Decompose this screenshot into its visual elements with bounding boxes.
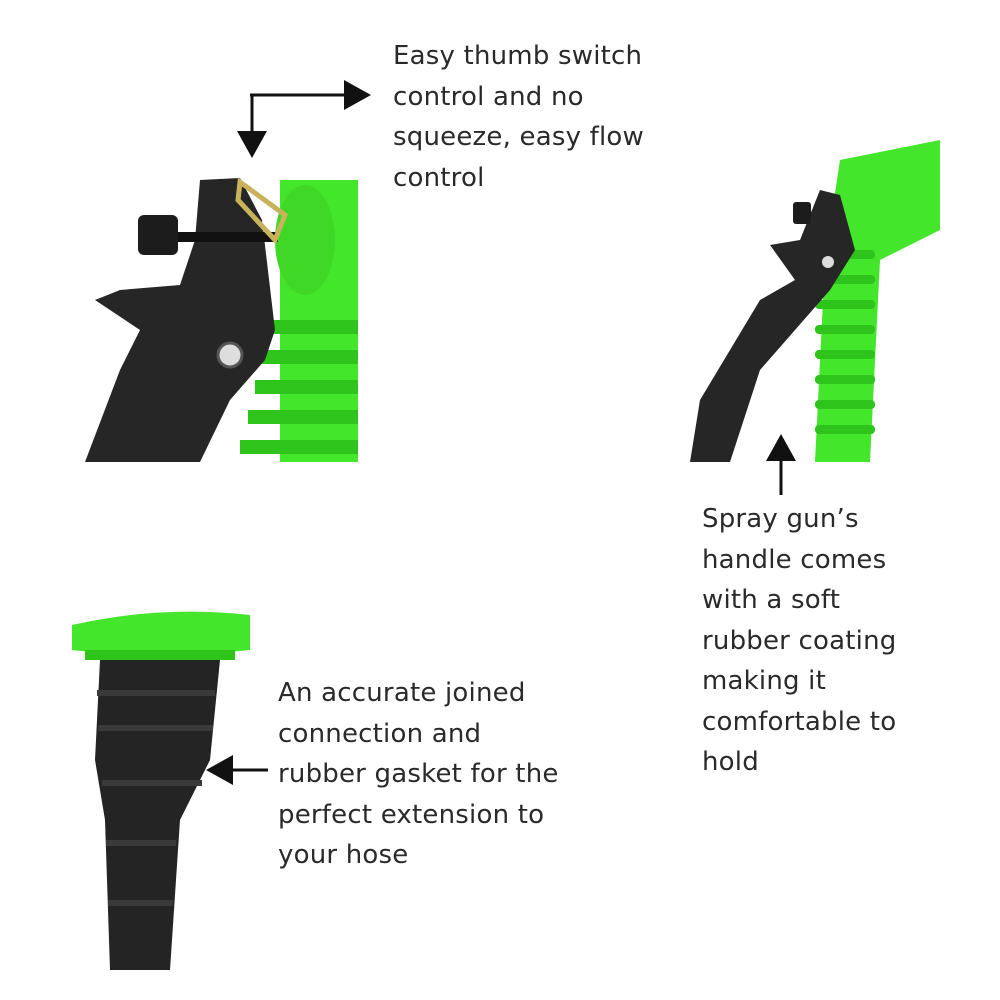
caption-line: making it (702, 666, 827, 696)
caption-line: your hose (278, 840, 409, 870)
caption-line: comfortable to (702, 706, 897, 737)
caption-line: An accurate joined (278, 678, 526, 708)
caption-line: squeeze, easy flow (393, 122, 644, 152)
connection-caption: An accurate joined connection and rubber… (278, 673, 559, 876)
caption-line: hold (702, 747, 759, 777)
thumb-switch-caption: Easy thumb switch control and no squeeze… (393, 36, 644, 198)
caption-line: with a soft (702, 585, 841, 615)
connector-image (72, 611, 250, 970)
caption-line: connection and (278, 718, 482, 749)
arrow-to-thumb-switch (237, 80, 371, 158)
caption-line: handle comes (702, 544, 887, 575)
caption-line: control (393, 162, 485, 193)
caption-line: control and no (393, 81, 584, 112)
caption-line: Spray gun’s (702, 504, 859, 534)
caption-line: perfect extension to (278, 799, 545, 830)
handle-image (690, 140, 940, 462)
caption-line: rubber gasket for the (278, 759, 559, 789)
caption-line: Easy thumb switch (393, 41, 643, 71)
thumb-switch-image (85, 177, 358, 462)
handle-caption: Spray gun’s handle comes with a soft rub… (702, 499, 896, 783)
caption-line: rubber coating (702, 625, 897, 656)
